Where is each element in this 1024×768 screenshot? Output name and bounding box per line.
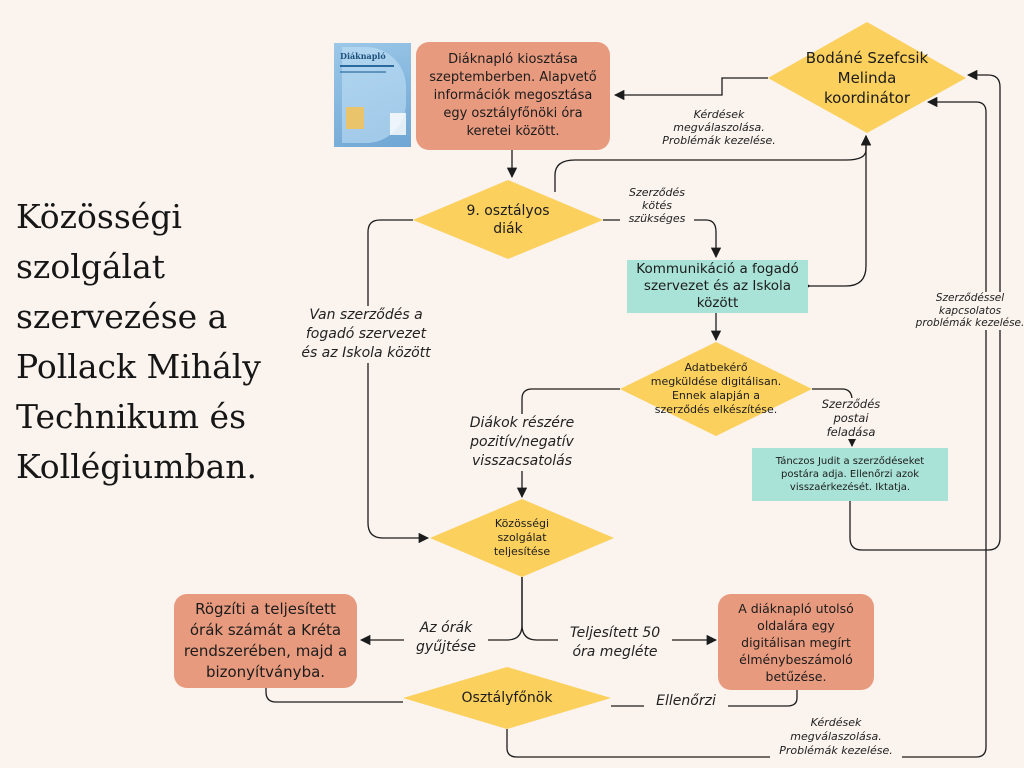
edge-records-homeroom [265,688,403,703]
page-title: Közösségi szolgálat szervezése a Pollack… [16,197,261,486]
contract-problems-label: Szerződéssel kapcsolatos problémák kezel… [912,292,1024,330]
student-label: 9. osztályos diák [466,203,550,237]
edge-homeroom-coordinator [506,96,987,758]
edge-service-report [521,577,718,646]
edge-tanczos-coordinator [849,69,1001,551]
checks-label: Ellenőrzi [644,692,728,711]
edge-communication-coordinator [800,134,872,292]
communication-box: Kommunikáció a fogadó szervezet és az Is… [627,260,808,313]
communication-text: Kommunikáció a fogadó szervezet és az Is… [636,261,799,311]
questions-bottom-label: Kérdések megválaszolása. Problémák kezel… [770,716,902,758]
contract-needed-label: Szerződés kötés szükséges [620,186,694,226]
fifty-hours-label: Teljesített 50 óra megléte [558,624,672,662]
diary-book-image: Diáknapló [334,43,411,147]
has-contract-label: Van szerződés a fogadó szervezet és az I… [300,306,432,363]
service-done-label: Közösségi szolgálat teljesítése [493,517,551,558]
tanczos-text: Tánczos Judit a szerződéseket postára ad… [775,456,925,493]
questions-top-label: Kérdések megválaszolása. Problémák kezel… [656,108,782,148]
diary-book-title: Diáknapló [340,51,386,61]
diary-handout-text: Diáknapló kiosztása szeptemberben. Alapv… [429,52,597,139]
edge-student-service-left [367,219,430,544]
records-box: Rögzíti a teljesített órák számát a Krét… [174,594,357,688]
coordinator-diamond [768,22,966,133]
edge-datarequest-service [516,388,620,499]
collect-hours-label: Az órák gyűjtése [404,619,488,657]
data-request-label: Adatbekérő megküldése digitálisan. Ennek… [650,361,782,416]
coordinator-label: Bodáné Szefcsik Melinda koordinátor [805,49,929,107]
diary-handout-box: Diáknapló kiosztása szeptemberben. Alapv… [416,42,610,150]
student-diamond [413,180,603,259]
homeroom-label: Osztályfőnök [461,690,553,706]
edge-student-communication [603,219,722,259]
data-request-diamond [620,342,812,436]
experience-report-box: A diáknapló utolsó oldalára egy digitáli… [718,594,874,690]
homeroom-diamond [403,667,611,729]
feedback-label: Diákok részére pozitív/negatív visszacsa… [456,414,588,471]
edge-coordinator-handout [613,77,768,101]
edge-report-homeroom [611,690,798,707]
postal-label: Szerződés postai feladása [812,397,890,440]
service-diamond [430,499,614,577]
records-text: Rögzíti a teljesített órák számát a Krét… [183,600,348,681]
tanczos-box: Tánczos Judit a szerződéseket postára ad… [752,448,948,501]
experience-report-text: A diáknapló utolsó oldalára egy digitáli… [738,600,854,684]
